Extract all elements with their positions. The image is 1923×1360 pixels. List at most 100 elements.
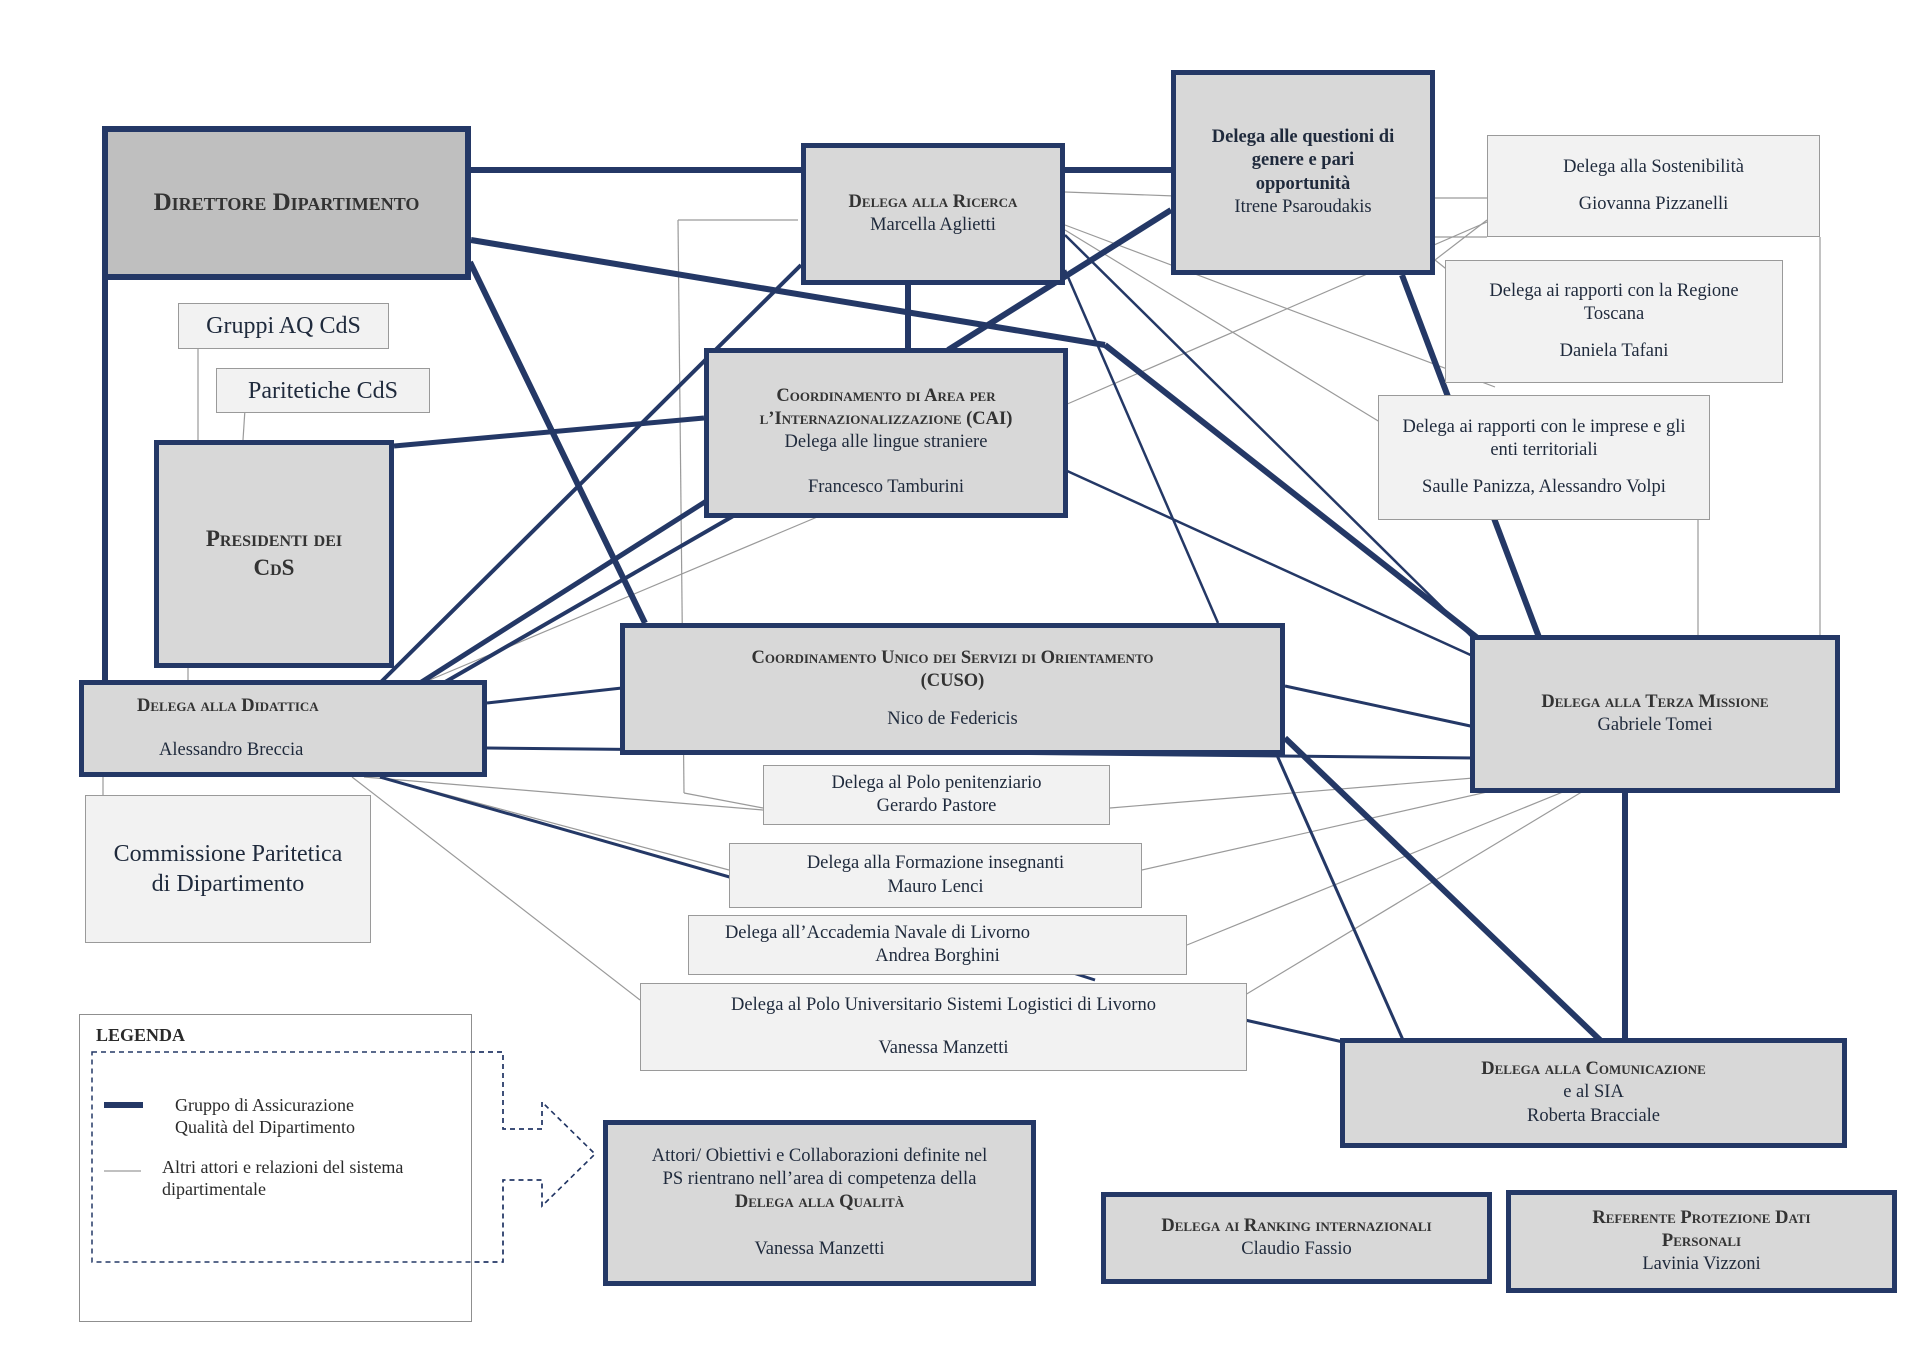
referente-privacy-box: Referente Protezione Dati Personali Lavi…: [1506, 1190, 1897, 1293]
relation-line: [1141, 779, 1541, 871]
delega-regione-box: Delega ai rapporti con la Regione Toscan…: [1445, 260, 1783, 383]
legend-strong-label: Gruppo di Assicurazione Qualità del Dipa…: [175, 1095, 355, 1138]
quality-line: [439, 513, 736, 687]
legend-strong-line2: Qualità del Dipartimento: [175, 1116, 355, 1137]
quality-line: [1064, 468, 1476, 659]
imprese-title: Delega ai rapporti con le imprese e gli …: [1402, 416, 1686, 460]
qualita-line1: Attori/ Obiettivi e Collaborazioni defin…: [651, 1145, 988, 1166]
delega-genere-box: Delega alle questioni di genere e pari o…: [1171, 70, 1435, 275]
commissione-paritetica-box: Commissione Paritetica di Dipartimento: [85, 795, 371, 943]
quality-line: [470, 237, 1106, 348]
quality-line: [379, 775, 741, 882]
accademia-title: Delega all’Accademia Navale di Livorno: [724, 922, 1031, 943]
quality-line: [1274, 752, 1405, 1041]
delega-penitenziario-box: Delega al Polo penitenziario Gerardo Pas…: [763, 765, 1110, 825]
commissione-line2: di Dipartimento: [151, 871, 305, 897]
logistici-title: Delega al Polo Universitario Sistemi Log…: [731, 994, 1156, 1015]
quality-line: [1284, 684, 1476, 729]
quality-line: [1103, 342, 1482, 643]
ricerca-title: Delega alla Ricerca: [848, 191, 1018, 212]
delega-ricerca-box: Delega alla Ricerca Marcella Aglietti: [801, 143, 1065, 285]
genere-line1: Delega alle questioni di: [1211, 127, 1395, 148]
qualita-line2: PS rientrano nell’area di competenza del…: [662, 1168, 977, 1189]
imprese-person: Saulle Panizza, Alessandro Volpi: [1422, 477, 1666, 498]
cai-title-line1: Coordinamento di Area per: [776, 386, 996, 406]
formazione-title: Delega alla Formazione insegnanti: [806, 853, 1065, 874]
paritetiche-title: Paritetiche CdS: [248, 377, 398, 404]
sostenibilita-title: Delega alla Sostenibilità: [1563, 156, 1744, 177]
cai-person: Francesco Tamburini: [807, 477, 965, 498]
quality-line: [486, 686, 623, 705]
didattica-person: Alessandro Breccia: [159, 739, 304, 760]
privacy-person: Lavinia Vizzoni: [1642, 1254, 1761, 1275]
relation-line: [363, 776, 764, 811]
comunicazione-person: Roberta Bracciale: [1526, 1105, 1661, 1126]
terza-missione-title: Delega alla Terza Missione: [1541, 691, 1769, 712]
regione-person: Daniela Tafani: [1559, 341, 1669, 362]
quality-line: [418, 497, 710, 686]
didattica-title: Delega alla Didattica: [137, 696, 319, 717]
privacy-title-line1: Referente Protezione Dati: [1592, 1207, 1811, 1228]
quality-line: [378, 263, 803, 685]
presidenti-title-line2: CdS: [253, 555, 295, 580]
ranking-title: Delega ai Ranking internazionali: [1161, 1215, 1432, 1236]
quality-line: [1282, 735, 1603, 1043]
delega-ranking-box: Delega ai Ranking internazionali Claudio…: [1101, 1192, 1492, 1284]
presidenti-title-line1: Presidenti dei: [205, 526, 343, 552]
direttore-title: Direttore Dipartimento: [153, 189, 420, 217]
commissione-line1: Commissione Paritetica: [113, 841, 343, 867]
legend-title: LEGENDA: [96, 1025, 186, 1045]
cai-subtitle: Delega alle lingue straniere: [784, 432, 988, 453]
genere-line2: genere e pari: [1251, 150, 1355, 171]
penitenziario-person: Gerardo Pastore: [876, 796, 997, 816]
relation-line: [1064, 191, 1176, 197]
gruppi-aq-box: Gruppi AQ CdS: [178, 303, 389, 349]
paritetiche-box: Paritetiche CdS: [216, 368, 430, 413]
quality-line: [393, 415, 705, 449]
delega-imprese-box: Delega ai rapporti con le imprese e gli …: [1378, 395, 1710, 520]
direttore-dipartimento-box: Direttore Dipartimento: [102, 126, 471, 280]
relation-line: [1186, 784, 1581, 946]
relation-line: [1434, 219, 1488, 261]
delega-terza-missione-box: Delega alla Terza Missione Gabriele Tome…: [1470, 635, 1840, 793]
relation-line: [683, 792, 764, 809]
genere-line3: opportunità: [1255, 173, 1351, 194]
cuso-person: Nico de Federicis: [887, 708, 1018, 729]
relation-line: [393, 514, 823, 696]
cuso-title-line1: Coordinamento Unico dei Servizi di Orien…: [751, 648, 1154, 669]
comunicazione-subtitle: e al SIA: [1563, 1082, 1624, 1103]
relation-line: [1064, 224, 1496, 388]
legend-weak-line1: Altri attori e relazioni del sistema: [162, 1157, 404, 1177]
accademia-person: Andrea Borghini: [875, 946, 1000, 966]
relation-line: [1244, 789, 1586, 996]
ranking-person: Claudio Fassio: [1241, 1239, 1352, 1259]
cai-box: Coordinamento di Area per l’Internaziona…: [704, 348, 1068, 518]
qualita-title: Delega alla Qualità: [734, 1192, 905, 1212]
ricerca-person: Marcella Aglietti: [870, 215, 996, 235]
gruppi-aq-title: Gruppi AQ CdS: [206, 313, 361, 339]
sostenibilita-person: Giovanna Pizzanelli: [1578, 194, 1729, 214]
quality-line: [1063, 269, 1220, 624]
formazione-person: Mauro Lenci: [887, 876, 984, 897]
delega-formazione-box: Delega alla Formazione insegnanti Mauro …: [729, 843, 1142, 908]
genere-person: Itrene Psaroudakis: [1234, 196, 1372, 217]
regione-title: Delega ai rapporti con la Regione Toscan…: [1489, 280, 1739, 324]
quality-line: [467, 260, 648, 625]
penitenziario-title: Delega al Polo penitenziario: [831, 772, 1042, 793]
delega-accademia-box: Delega all’Accademia Navale di Livorno A…: [688, 915, 1187, 975]
comunicazione-title: Delega alla Comunicazione: [1481, 1059, 1706, 1080]
delega-didattica-box: Delega alla Didattica Alessandro Breccia: [79, 680, 487, 777]
logistici-person: Vanessa Manzetti: [878, 1038, 1009, 1058]
delega-qualita-box: Attori/ Obiettivi e Collaborazioni defin…: [603, 1120, 1036, 1286]
cuso-title-line2: (CUSO): [920, 671, 985, 692]
cai-title-line2: l’Internazionalizzazione (CAI): [759, 409, 1013, 430]
delega-comunicazione-box: Delega alla Comunicazione e al SIA Rober…: [1340, 1038, 1847, 1148]
qualita-person: Vanessa Manzetti: [754, 1239, 885, 1260]
relation-line: [1109, 774, 1511, 809]
legend-strong-line1: Gruppo di Assicurazione: [175, 1095, 354, 1115]
relation-line: [242, 408, 246, 441]
relation-line: [351, 776, 641, 1001]
privacy-title-line2: Personali: [1661, 1230, 1742, 1251]
presidenti-cds-box: Presidenti dei CdS: [154, 440, 394, 668]
terza-missione-person: Gabriele Tomei: [1597, 715, 1713, 735]
